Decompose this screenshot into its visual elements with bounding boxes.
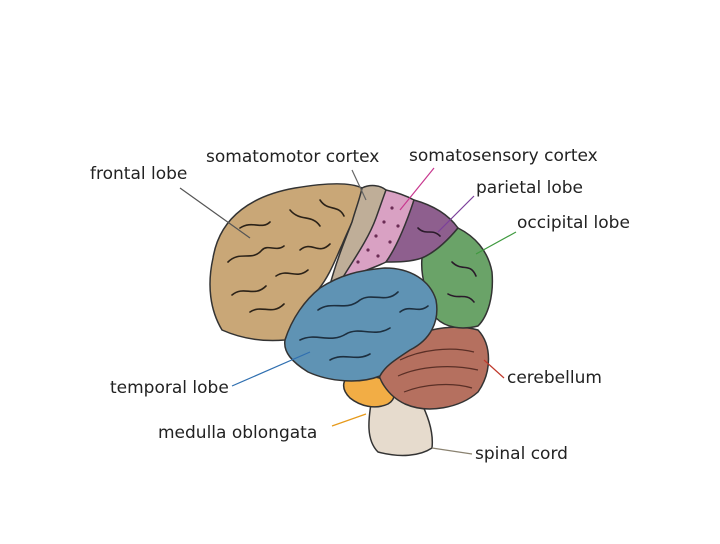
cerebellum-folia	[397, 348, 479, 393]
label-spinal-cord: spinal cord	[475, 444, 568, 464]
label-parietal-lobe: parietal lobe	[476, 178, 583, 198]
leader-parietal	[437, 195, 475, 233]
leader-medulla	[331, 413, 367, 427]
occipital-lobe-region	[420, 227, 494, 329]
temporal-gyri	[299, 291, 429, 361]
leader-temporal	[231, 351, 311, 387]
label-frontal-lobe: frontal lobe	[90, 164, 188, 184]
leader-spinal	[431, 447, 473, 455]
label-somatosensory-cortex: somatosensory cortex	[409, 146, 598, 166]
leader-somatomotor	[351, 169, 367, 201]
parietal-occipital-sulci	[417, 227, 477, 303]
leader-somatosensory	[399, 167, 435, 211]
label-temporal-lobe: temporal lobe	[110, 378, 229, 398]
frontal-lobe-region	[209, 183, 363, 342]
frontal-gyri	[227, 199, 345, 313]
temporal-lobe-region	[284, 267, 438, 382]
leader-cerebellum	[483, 359, 505, 379]
leader-frontal	[179, 187, 251, 239]
label-somatomotor-cortex: somatomotor cortex	[206, 147, 380, 167]
label-medulla-oblongata: medulla oblongata	[158, 423, 318, 443]
label-occipital-lobe: occipital lobe	[517, 213, 630, 233]
somatosensory-dots	[356, 206, 400, 264]
leader-occipital	[475, 231, 517, 255]
label-cerebellum: cerebellum	[507, 368, 602, 388]
